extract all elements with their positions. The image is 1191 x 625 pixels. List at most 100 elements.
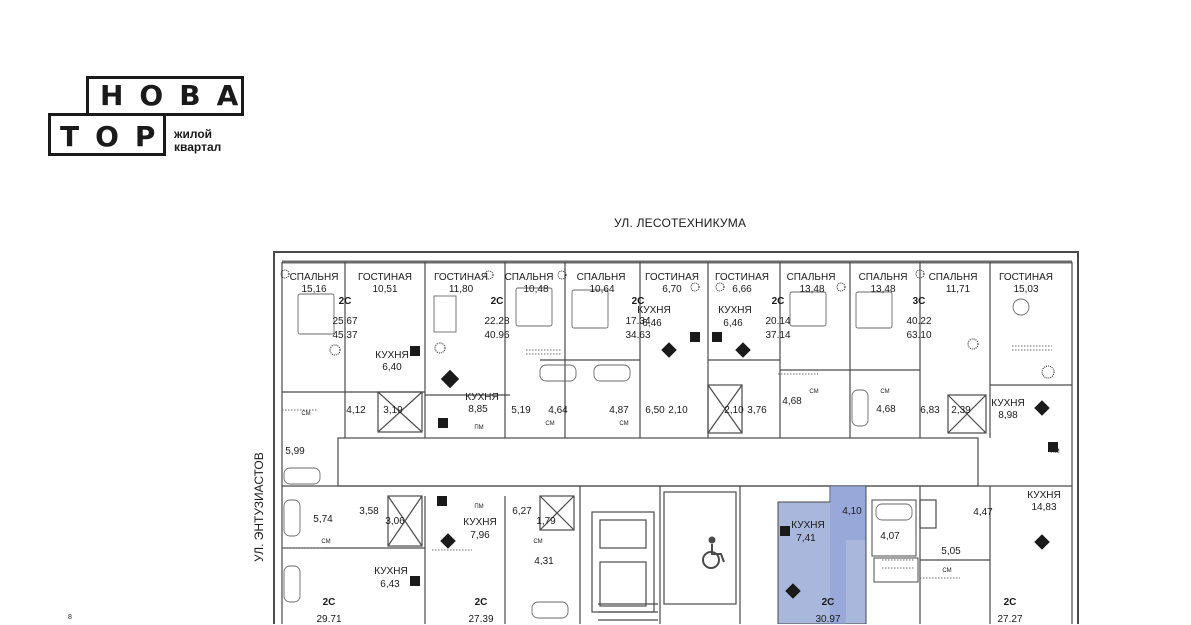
room-area: 6,46	[723, 318, 743, 329]
room-label: ГОСТИНАЯ	[645, 272, 699, 283]
area-value: 6,27	[512, 506, 532, 517]
room-area: 6,66	[732, 284, 752, 295]
room-label: СПАЛЬНЯ	[504, 272, 554, 283]
unit-total: 37.14	[765, 330, 791, 341]
room-area: 6,46	[642, 318, 662, 329]
street-label-top: УЛ. ЛЕСОТЕХНИКУМА	[614, 216, 747, 230]
room-area: 13,48	[870, 284, 896, 295]
room-label: КУХНЯ	[375, 350, 409, 361]
room-area: 11,80	[448, 284, 474, 295]
area-value: 4,07	[880, 531, 900, 542]
unit-total: 34.63	[625, 330, 651, 341]
washer-tag: СМ	[619, 421, 629, 427]
room-area: 10,64	[589, 284, 615, 295]
area-value: 4,68	[876, 404, 896, 415]
plan-walls	[273, 251, 1079, 624]
fixtures	[282, 287, 1052, 619]
area-value: 6,50	[645, 405, 665, 416]
unit-type: 2С	[322, 597, 336, 608]
room-label: КУХНЯ	[465, 392, 499, 403]
room-area: 7,41	[796, 533, 816, 544]
washer-tag: СМ	[301, 411, 311, 417]
room-area: 6,40	[382, 362, 402, 373]
room-area: 8,98	[998, 410, 1018, 421]
room-label: СПАЛЬНЯ	[858, 272, 908, 283]
area-value: 1,79	[536, 516, 556, 527]
room-label: ГОСТИНАЯ	[434, 272, 488, 283]
area-value: 5,05	[941, 546, 961, 557]
unit-type: 2С	[1003, 597, 1017, 608]
room-area: 15,03	[1013, 284, 1039, 295]
area-value: 2,39	[951, 405, 971, 416]
unit-living: 22.28	[484, 316, 510, 327]
washer-tag: СМ	[321, 539, 331, 545]
area-value: 6,83	[920, 405, 940, 416]
room-label: СПАЛЬНЯ	[786, 272, 836, 283]
unit-total: 29.71	[316, 614, 342, 625]
washer-tag: СМ	[942, 568, 952, 574]
unit-total: 45.37	[332, 330, 358, 341]
room-area: 15,16	[301, 284, 327, 295]
logo-line-2: ТОР	[60, 120, 172, 153]
room-label: КУХНЯ	[1027, 490, 1061, 501]
unit-type: 2С	[821, 597, 835, 608]
logo-subtitle-1: жилой	[174, 127, 213, 141]
unit-living: 17.34	[625, 316, 651, 327]
area-value: 3,58	[359, 506, 379, 517]
room-area: 6,70	[662, 284, 682, 295]
area-value: 2,10	[724, 405, 744, 416]
washer-tag: СМ	[545, 421, 555, 427]
room-label: КУХНЯ	[991, 398, 1025, 409]
unit-total: 30.97	[815, 614, 841, 625]
unit-type: 3С	[912, 296, 926, 307]
room-area: 10,51	[372, 284, 398, 295]
unit-type: 2С	[490, 296, 504, 307]
unit-living: 40.22	[906, 316, 932, 327]
area-value: 4,10	[842, 506, 862, 517]
washer-tag: СМ	[880, 389, 890, 395]
room-area: 14,83	[1031, 502, 1057, 513]
dishwasher-tag: ПМ	[1050, 449, 1060, 455]
logo-line-1: НОВА	[100, 79, 255, 112]
unit-type: 2С	[771, 296, 785, 307]
logo-subtitle-2: квартал	[174, 140, 222, 154]
area-value: 4,12	[346, 405, 366, 416]
room-label: КУХНЯ	[637, 305, 671, 316]
unit-total: 27.39	[468, 614, 494, 625]
room-area: 13,48	[799, 284, 825, 295]
washer-tag: СМ	[533, 539, 543, 545]
area-value: 5,99	[285, 446, 305, 457]
washer-tag: СМ	[809, 389, 819, 395]
unit-total: 40.96	[484, 330, 510, 341]
room-label: КУХНЯ	[718, 305, 752, 316]
room-label: КУХНЯ	[791, 520, 825, 531]
unit-living: 25.67	[332, 316, 358, 327]
area-value: 5,74	[313, 514, 333, 525]
dishwasher-tag: ПМ	[474, 504, 484, 510]
dishwasher-tag: ПМ	[474, 425, 484, 431]
room-label: ГОСТИНАЯ	[999, 272, 1053, 283]
unit-living: 20.14	[765, 316, 791, 327]
unit-type: 2С	[631, 296, 645, 307]
area-value: 5,19	[511, 405, 531, 416]
area-value: 3,76	[747, 405, 767, 416]
room-area: 11,71	[945, 284, 971, 295]
room-area: 8,85	[468, 404, 488, 415]
room-area: 7,96	[470, 530, 490, 541]
room-area: 6,43	[380, 579, 400, 590]
room-area: 10,48	[523, 284, 549, 295]
area-value: 4,87	[609, 405, 629, 416]
page-number: 8	[68, 614, 72, 621]
unit-total: 63.10	[906, 330, 932, 341]
area-value: 2,10	[668, 405, 688, 416]
room-label: СПАЛЬНЯ	[576, 272, 626, 283]
area-value: 4,47	[973, 507, 993, 518]
room-label: СПАЛЬНЯ	[928, 272, 978, 283]
unit-type: 2С	[474, 597, 488, 608]
room-label: КУХНЯ	[374, 566, 408, 577]
logo-subtitle: жилой квартал	[174, 128, 221, 154]
area-value: 3,06	[385, 516, 405, 527]
area-value: 4,31	[534, 556, 554, 567]
logo: НОВА ТОР жилой квартал	[48, 76, 248, 158]
